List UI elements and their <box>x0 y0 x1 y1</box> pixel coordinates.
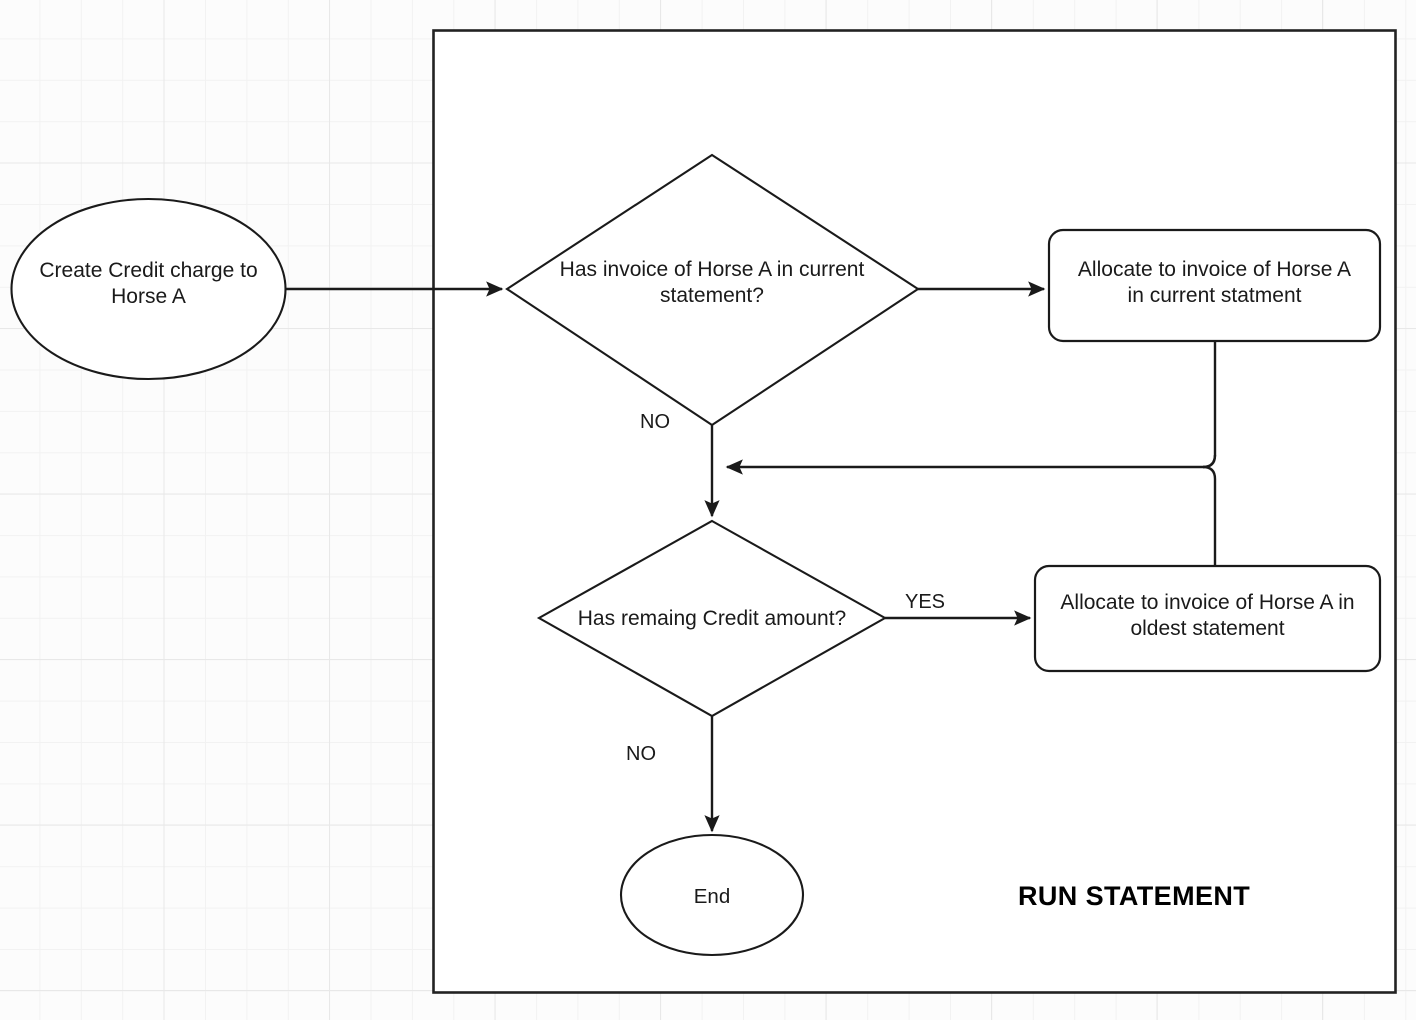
edge-label-decision-2-yes: YES <box>905 591 946 613</box>
end-node-shape[interactable] <box>619 833 805 957</box>
run-statement-container <box>432 29 1397 994</box>
edge-label-decision-2-no: NO <box>626 743 656 765</box>
edge-merge-corner-lower <box>1202 465 1217 480</box>
start-node-shape[interactable] <box>10 197 287 381</box>
diagram-title: RUN STATEMENT <box>1018 881 1251 911</box>
edge-label-decision-1-no: NO <box>640 411 670 433</box>
process-2-shape[interactable] <box>1033 564 1382 673</box>
process-1-shape[interactable] <box>1047 228 1382 343</box>
